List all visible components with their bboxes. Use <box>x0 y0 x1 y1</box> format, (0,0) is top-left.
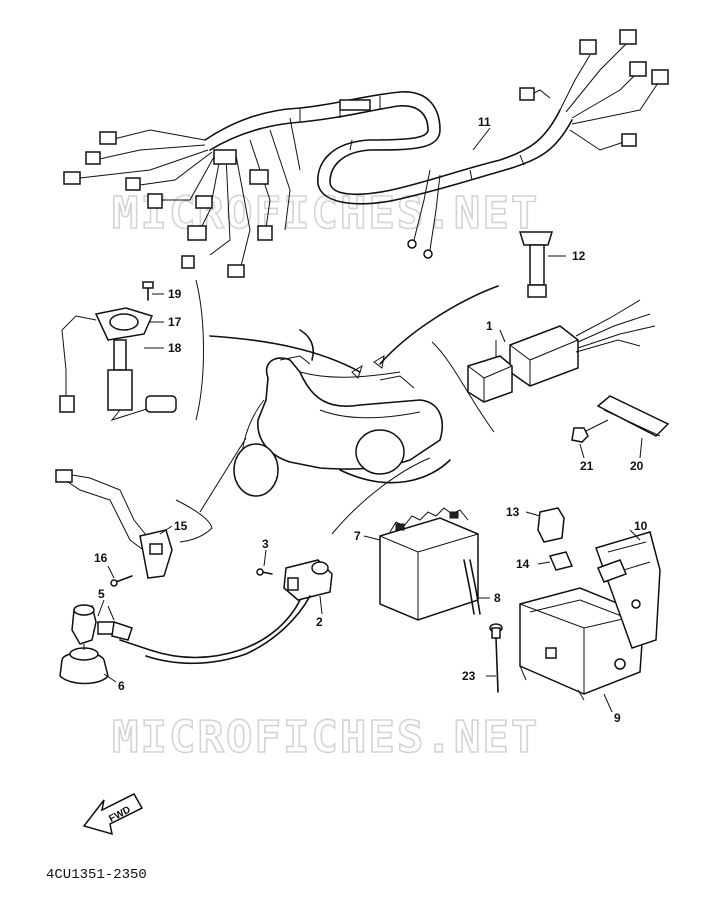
scooter-outline <box>209 285 499 497</box>
part-label-16: 16 <box>94 551 108 565</box>
starter-relay[interactable] <box>525 507 574 571</box>
part-label-7: 7 <box>354 529 361 543</box>
part-label-19: 19 <box>168 287 182 301</box>
part-label-8: 8 <box>494 591 501 605</box>
part-label-17: 17 <box>168 315 182 329</box>
part-label-2: 2 <box>316 615 323 629</box>
part-label-18: 18 <box>168 341 182 355</box>
fuse-holder[interactable] <box>518 231 566 298</box>
part-label-15: 15 <box>174 519 188 533</box>
watermark-bottom: MICROFICHES.NET <box>112 712 539 763</box>
spark-plug-cap[interactable] <box>59 599 133 685</box>
ground-bolt[interactable] <box>486 623 503 693</box>
battery[interactable] <box>363 507 490 621</box>
battery-box[interactable] <box>519 529 661 713</box>
diagram-code: 4CU1351-2350 <box>46 867 147 883</box>
fuel-sender-unit[interactable] <box>59 281 177 421</box>
part-label-14: 14 <box>516 557 530 571</box>
part-label-5: 5 <box>98 587 105 601</box>
bracket-battery <box>331 457 431 535</box>
control-unit[interactable] <box>467 299 656 403</box>
bracket-relay <box>175 499 213 543</box>
part-label-1: 1 <box>486 319 493 333</box>
wire-harness[interactable] <box>63 29 669 278</box>
part-label-11: 11 <box>478 115 491 129</box>
part-label-21: 21 <box>580 459 594 473</box>
part-label-6: 6 <box>118 679 125 693</box>
part-label-3: 3 <box>262 537 269 551</box>
relay-switch[interactable] <box>55 469 173 587</box>
part-label-23: 23 <box>462 669 476 683</box>
ignition-coil[interactable] <box>119 549 333 665</box>
fwd-arrow: FWD <box>82 793 144 836</box>
bracket-left <box>195 279 204 421</box>
leader-relay <box>199 437 247 513</box>
part-label-9: 9 <box>614 711 621 725</box>
part-label-10: 10 <box>634 519 648 533</box>
part-label-12: 12 <box>572 249 586 263</box>
part-label-13: 13 <box>506 505 520 519</box>
fuse-card[interactable] <box>571 395 670 459</box>
part-label-20: 20 <box>630 459 644 473</box>
